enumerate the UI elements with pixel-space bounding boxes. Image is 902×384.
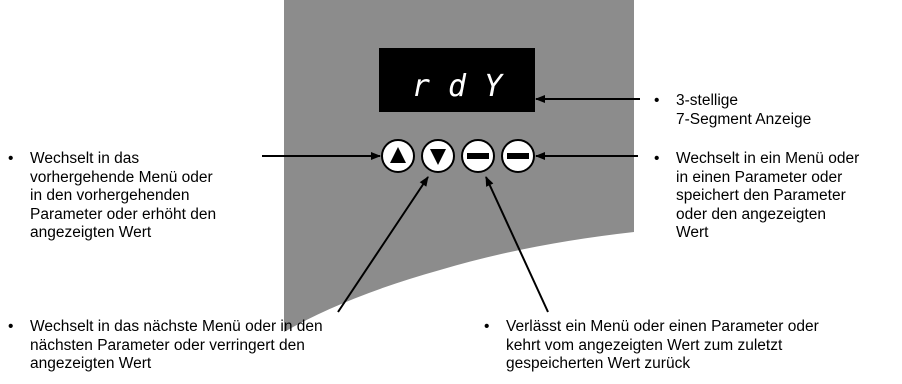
callout-line: speichert den Parameter [676, 187, 846, 204]
enter-button[interactable] [501, 139, 535, 173]
callout-line: angezeigten Wert [30, 355, 152, 372]
callout-line: Parameter oder erhöht den [30, 205, 217, 223]
callout-line: gespeicherten Wert zurück [506, 355, 691, 372]
callout-display: • 3-stellige 7-Segment Anzeige [654, 92, 812, 129]
callout-line: angezeigten Wert [30, 224, 152, 241]
down-button[interactable] [421, 139, 455, 173]
callout-line: Wechselt in das [30, 150, 140, 167]
callout-up-button: • Wechselt in das vorhergehende Menü ode… [8, 150, 217, 243]
callout-line: Wechselt in ein Menü oder [676, 150, 860, 167]
bullet: • [8, 318, 14, 335]
bullet: • [654, 150, 660, 167]
callout-line: vorhergehende Menü oder [30, 168, 213, 186]
up-arrow-icon [390, 147, 406, 163]
callout-line: kehrt vom angezeigten Wert zum zuletzt [506, 336, 783, 354]
callout-line: in den vorhergehenden [30, 187, 190, 204]
callout-down-button: • Wechselt in das nächste Menü oder in d… [8, 318, 323, 374]
callout-line: 7-Segment Anzeige [676, 110, 812, 128]
led-display [379, 48, 535, 112]
esc-leader [485, 176, 549, 313]
down-arrow-icon [430, 149, 446, 165]
esc-label-icon [467, 153, 489, 159]
display-readout: r d Y [412, 69, 504, 104]
esc-button[interactable] [461, 139, 495, 173]
callout-line: 3-stellige [676, 92, 739, 109]
callout-line: Wert [676, 224, 709, 241]
keypad-panel [284, 0, 634, 332]
bullet: • [654, 92, 660, 109]
callout-line: oder den angezeigten [676, 205, 826, 223]
callout-line: in einen Parameter oder [676, 168, 843, 186]
callout-line: nächsten Parameter oder verringert den [30, 336, 305, 354]
callout-line: Wechselt in das nächste Menü oder in den [30, 318, 323, 335]
callout-enter-button: • Wechselt in ein Menü oder in einen Par… [654, 150, 860, 243]
bullet: • [484, 318, 490, 335]
down-leader [337, 176, 429, 313]
callout-esc-button: • Verlässt ein Menü oder einen Parameter… [484, 318, 819, 374]
bullet: • [8, 150, 14, 167]
up-button[interactable] [381, 139, 415, 173]
callout-line: Verlässt ein Menü oder einen Parameter o… [506, 318, 819, 335]
enter-label-icon [507, 153, 529, 159]
